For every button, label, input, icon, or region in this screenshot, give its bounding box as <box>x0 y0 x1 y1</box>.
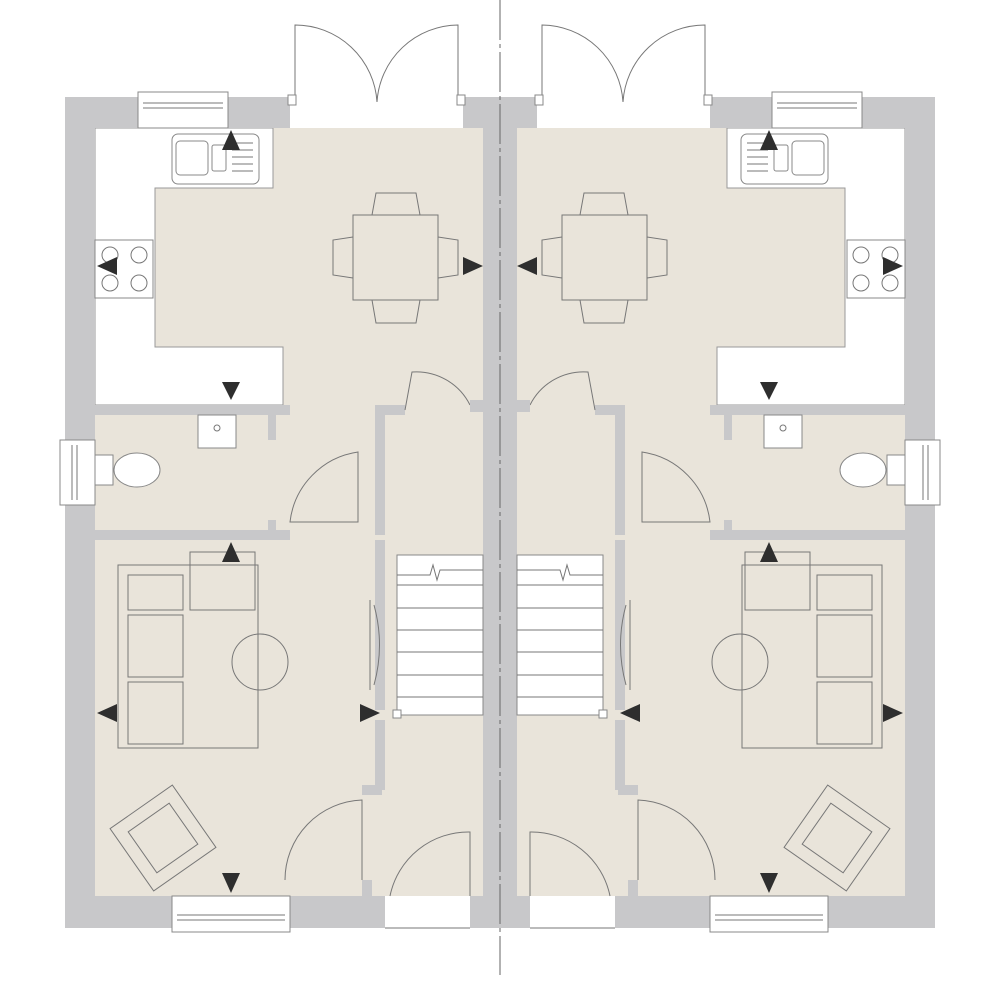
left-unit <box>59 24 501 933</box>
right-unit <box>499 24 941 933</box>
